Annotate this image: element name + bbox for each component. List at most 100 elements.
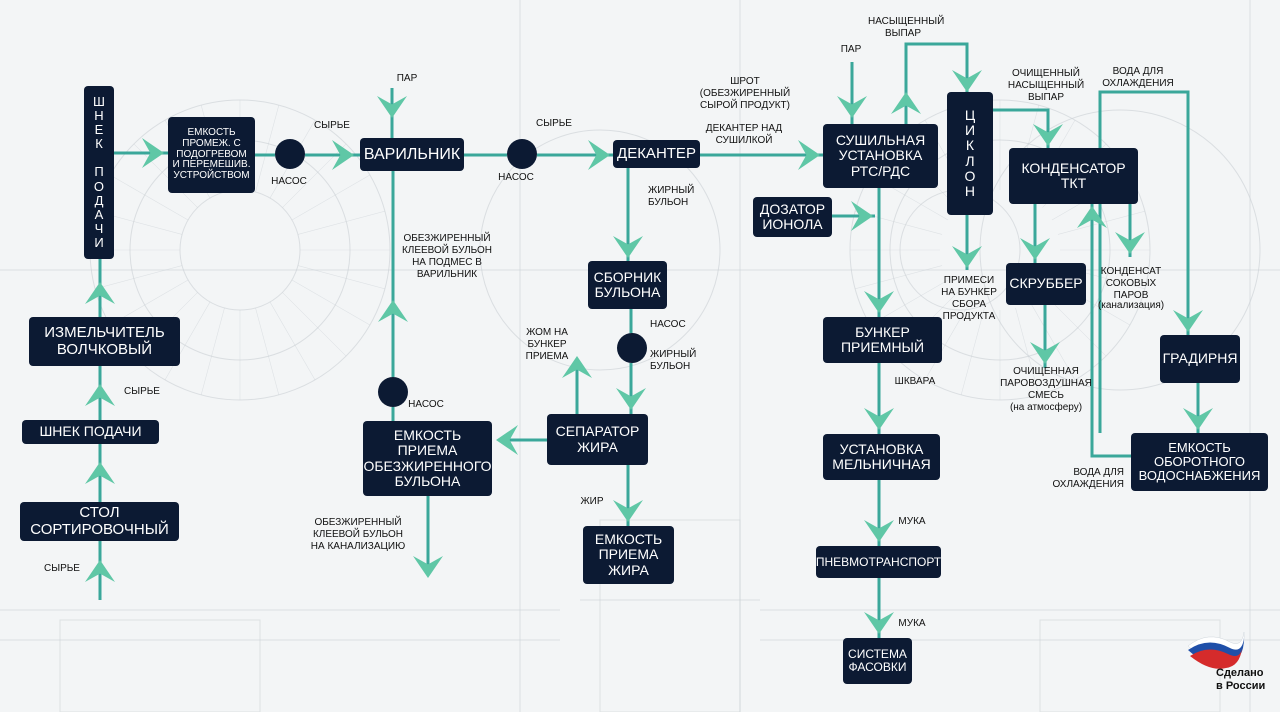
node-dozator-label: ДОЗАТОР ИОНОЛА bbox=[759, 200, 826, 232]
label-voda-1: ВОДА ДЛЯ ОХЛАЖДЕНИЯ bbox=[1102, 66, 1174, 89]
node-izmelchitel: ИЗМЕЛЬЧИТЕЛЬ ВОЛЧКОВЫЙ bbox=[29, 317, 180, 366]
node-pnevmotransport: ПНЕВМОТРАНСПОРТ bbox=[816, 546, 941, 578]
flow-arrowhead-icon bbox=[613, 500, 643, 522]
label-zhom: ЖОМ НА БУНКЕР ПРИЕМА bbox=[525, 327, 569, 362]
ciklon-char: Н bbox=[964, 182, 976, 199]
flow-arrowhead-icon bbox=[332, 140, 354, 170]
label-zhirny-2: ЖИРНЫЙ БУЛЬОН bbox=[650, 349, 697, 372]
shnek1-char bbox=[93, 151, 105, 165]
node-stol-label: СТОЛ СОРТИРОВОЧНЫЙ bbox=[30, 504, 169, 538]
shnek1-char: И bbox=[94, 234, 104, 250]
flow-arrowhead-icon bbox=[85, 384, 115, 406]
flow-arrowhead-icon bbox=[1115, 232, 1145, 254]
brand-line-1: Сделано bbox=[1216, 667, 1264, 679]
label-atmosfera: (на атмосферу) bbox=[996, 402, 1096, 414]
node-varilnik-label: ВАРИЛЬНИК bbox=[363, 145, 461, 163]
flow-arrowhead-icon bbox=[378, 300, 408, 322]
ciklon-char: К bbox=[965, 137, 975, 154]
blueprint-line bbox=[297, 210, 385, 235]
blueprint-line bbox=[1015, 307, 1040, 395]
pump-1 bbox=[275, 139, 305, 169]
label-nasos-2: НАСОС bbox=[408, 399, 444, 410]
arrow-obez-out bbox=[413, 556, 443, 578]
node-kondensator-tkt: КОНДЕНСАТОР ТКТ bbox=[1009, 148, 1138, 204]
shnek1-char: А bbox=[94, 206, 104, 222]
label-muka-2: МУКА bbox=[898, 618, 926, 629]
node-skrubber: СКРУББЕР bbox=[1006, 263, 1086, 305]
brand-line-2: в России bbox=[1216, 680, 1266, 692]
node-shnek-podachi: ШНЕК ПОДАЧИ bbox=[22, 420, 159, 444]
blueprint-line bbox=[291, 279, 371, 326]
blueprint-line bbox=[979, 109, 1261, 391]
blueprint-line bbox=[297, 265, 385, 290]
flow-arrowhead-icon bbox=[1020, 238, 1050, 260]
node-dekanter: ДЕКАНТЕР bbox=[613, 140, 700, 168]
node-shnek2-label: ШНЕК ПОДАЧИ bbox=[39, 423, 142, 440]
blueprint-line bbox=[291, 174, 371, 221]
ciklon-char: И bbox=[964, 122, 976, 139]
shnek1-char: Ч bbox=[94, 220, 104, 236]
shnek1-char: О bbox=[93, 178, 105, 194]
node-kondensator-label: КОНДЕНСАТОР ТКТ bbox=[1021, 159, 1126, 191]
blueprint-line bbox=[269, 301, 316, 381]
blueprint-line bbox=[479, 129, 721, 371]
label-primesi: ПРИМЕСИ НА БУНКЕР СБОРА ПРОДУКТА bbox=[941, 275, 997, 322]
node-melnichnaya-label: УСТАНОВКА МЕЛЬНИЧНАЯ bbox=[832, 440, 931, 472]
flow-arrowhead-icon bbox=[864, 612, 894, 634]
shnek1-char: Ш bbox=[93, 94, 105, 110]
node-emkost-obez-label: ЕМКОСТЬ ПРИЕМА ОБЕЗЖИРЕННОГО БУЛЬОНА bbox=[363, 427, 492, 489]
label-syrie-dekanter: СЫРЬЕ bbox=[536, 118, 572, 129]
node-stol-sortirovochny: СТОЛ СОРТИРОВОЧНЫЙ bbox=[20, 502, 179, 541]
flow-arrowhead-icon bbox=[496, 425, 518, 455]
shnek1-char: Е bbox=[94, 122, 104, 138]
label-muka-1: МУКА bbox=[898, 516, 926, 527]
label-zhirny-1: ЖИРНЫЙ БУЛЬОН bbox=[648, 185, 695, 208]
node-emkost-obezzhir: ЕМКОСТЬ ПРИЕМА ОБЕЗЖИРЕННОГО БУЛЬОНА bbox=[363, 421, 492, 496]
label-dekanter-nad: ДЕКАНТЕР НАД СУШИЛКОЙ bbox=[705, 123, 783, 146]
node-gradirnya-label: ГРАДИРНЯ bbox=[1162, 350, 1238, 367]
flow-arrowhead-icon bbox=[1173, 310, 1203, 332]
node-sbornik-bulona: СБОРНИК БУЛЬОНА bbox=[588, 261, 667, 309]
pump-2 bbox=[507, 139, 537, 169]
node-pnevmo-label: ПНЕВМОТРАНСПОРТ bbox=[815, 554, 942, 569]
label-syrie-top: СЫРЬЕ bbox=[314, 120, 350, 131]
label-obezzhir-out: ОБЕЗЖИРЕННЫЙ КЛЕЕВОЙ БУЛЬОН НА КАНАЛИЗАЦ… bbox=[310, 517, 406, 552]
flow-arrowhead-icon bbox=[142, 138, 164, 168]
node-sbornik-label: СБОРНИК БУЛЬОНА bbox=[593, 268, 662, 300]
node-sushilnaya: СУШИЛЬНАЯ УСТАНОВКА РТС/РДС bbox=[823, 124, 938, 188]
flow-arrowhead-icon bbox=[1183, 408, 1213, 430]
arrow-to-stol bbox=[85, 560, 115, 582]
node-separator-zhira: СЕПАРАТОР ЖИРА bbox=[547, 414, 648, 465]
label-par-1: ПАР bbox=[396, 73, 418, 84]
flow-line bbox=[904, 42, 969, 124]
node-ustanovka-melnichnaya: УСТАНОВКА МЕЛЬНИЧНАЯ bbox=[823, 434, 940, 480]
label-shrot: ШРОТ (ОБЕЗЖИРЕННЫЙ СЫРОЙ ПРОДУКТ) bbox=[699, 76, 791, 111]
made-in-russia-text: Сделано в России bbox=[1216, 667, 1265, 693]
shnek1-char: Д bbox=[94, 192, 104, 208]
node-dekanter-label: ДЕКАНТЕР bbox=[617, 144, 696, 162]
blueprint-line bbox=[95, 265, 183, 290]
label-zhir: ЖИР bbox=[580, 496, 604, 507]
node-separator-label: СЕПАРАТОР ЖИРА bbox=[555, 423, 640, 455]
flow-arrowhead-icon bbox=[798, 140, 820, 170]
node-emkost-oborot-label: ЕМКОСТЬ ОБОРОТНОГО ВОДОСНАБЖЕНИЯ bbox=[1138, 439, 1261, 484]
arrow-par-1 bbox=[377, 96, 407, 118]
flow-arrowhead-icon bbox=[1033, 124, 1063, 146]
blueprint-line bbox=[924, 301, 971, 381]
pump-4 bbox=[617, 333, 647, 363]
blueprint-line bbox=[255, 307, 280, 395]
flow-arrowhead-icon bbox=[1077, 206, 1107, 228]
label-syrie-mid: СЫРЬЕ bbox=[124, 386, 160, 397]
blueprint-line bbox=[133, 143, 198, 208]
blueprint-line bbox=[599, 519, 741, 712]
node-skrubber-label: СКРУББЕР bbox=[1009, 275, 1083, 292]
label-voda-2: ВОДА ДЛЯ ОХЛАЖДЕНИЯ bbox=[1052, 467, 1124, 490]
flow-arrowhead-icon bbox=[616, 388, 646, 410]
blueprint-line bbox=[855, 265, 943, 290]
blueprint-line bbox=[59, 619, 261, 712]
node-sushilnaya-label: СУШИЛЬНАЯ УСТАНОВКА РТС/РДС bbox=[835, 132, 926, 179]
label-ochishchennaya-smes: ОЧИЩЕННАЯ ПАРОВОЗДУШНАЯ СМЕСЬ bbox=[1000, 366, 1092, 401]
